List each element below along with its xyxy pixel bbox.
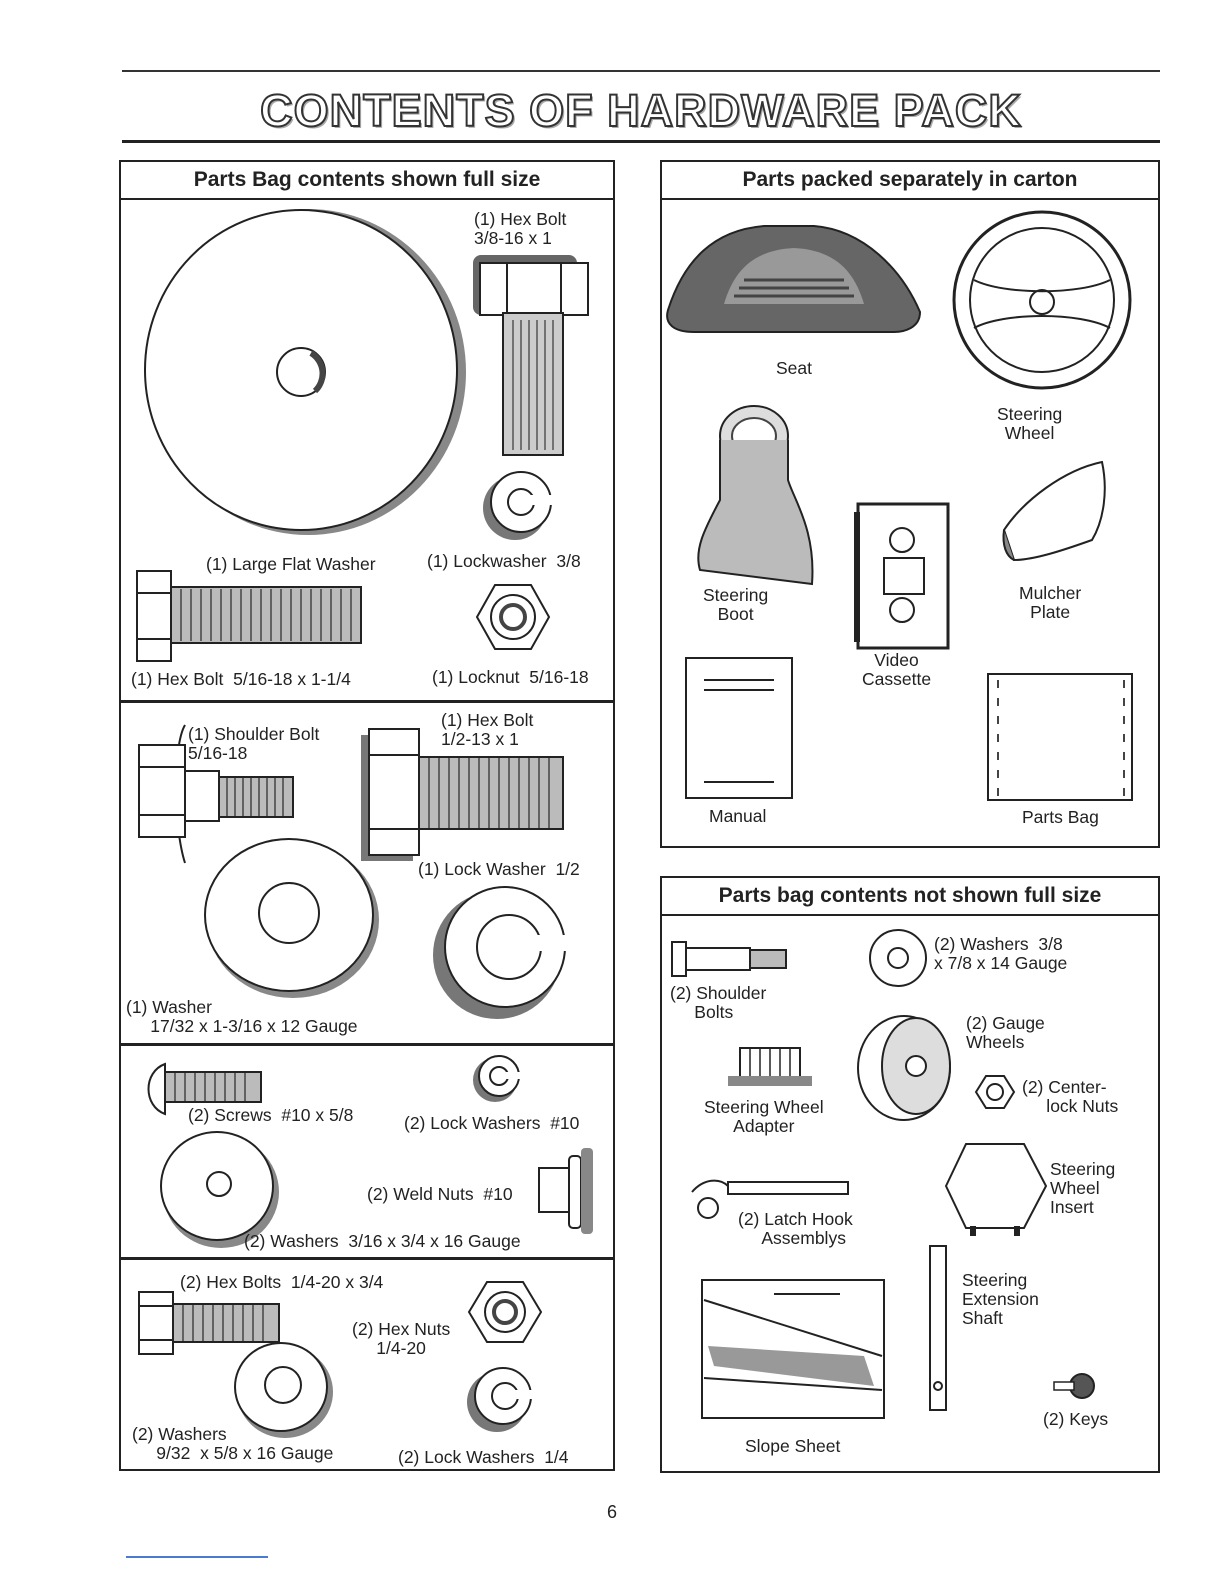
latch-hook-label: (2) Latch Hook Assemblys: [738, 1209, 853, 1248]
seat-label: Seat: [776, 358, 812, 378]
hex-bolt-12-label: (1) Hex Bolt 1/2-13 x 1: [441, 710, 534, 749]
lockwasher-38-icon: [483, 471, 553, 540]
hex-bolt-38-label: (1) Hex Bolt 3/8-16 x 1: [474, 209, 567, 248]
lock-washer-12-label: (1) Lock Washer 1/2: [418, 859, 580, 879]
page-number: 6: [606, 1502, 617, 1522]
hex-bolt-516-icon: [136, 570, 362, 662]
washer-316-icon: [160, 1131, 279, 1248]
hex-nut-14-icon: [467, 1281, 543, 1343]
steering-wheel-label: Steering Wheel: [997, 404, 1063, 443]
left-panel: Parts Bag contents shown full size: [119, 160, 615, 1471]
top-rule: [122, 70, 1160, 72]
shoulder-bolt-icon: [138, 724, 294, 864]
section2-drawings: [138, 724, 585, 1019]
center-lock-nuts-label: (2) Center- lock Nuts: [1022, 1077, 1119, 1116]
carton-drawings: [666, 210, 1133, 801]
washers-38-label: (2) Washers 3/8 x 7/8 x 14 Gauge: [934, 934, 1068, 973]
gauge-wheels-label: (2) Gauge Wheels: [966, 1013, 1045, 1052]
section-divider: [121, 1257, 613, 1260]
lock-washers-14-label: (2) Lock Washers 1/4: [398, 1447, 569, 1467]
mulcher-plate-icon: [1002, 460, 1106, 562]
left-panel-heading: Parts Bag contents shown full size: [121, 162, 613, 200]
parts-bag-icon: [987, 673, 1133, 801]
steering-boot-icon: [697, 405, 814, 586]
hex-bolt-38-icon: [473, 255, 589, 456]
shoulder-bolts-icon: [671, 941, 787, 977]
mulcher-plate-label: Mulcher Plate: [1019, 583, 1082, 622]
lockwasher-38-label: (1) Lockwasher 3/8: [427, 551, 581, 571]
slope-sheet-label: Slope Sheet: [745, 1436, 841, 1456]
page-title: CONTENTS OF HARDWARE PACK: [259, 85, 1022, 137]
right-top-panel: Parts packed separately in carton: [660, 160, 1160, 848]
section3-drawings: [147, 1055, 593, 1248]
hex-bolts-14-label: (2) Hex Bolts 1/4-20 x 3/4: [180, 1272, 384, 1292]
video-cassette-label: Video Cassette: [862, 650, 932, 689]
large-flat-washer-label: (1) Large Flat Washer: [206, 554, 376, 574]
lock-washer-14-icon: [467, 1367, 535, 1432]
threads: [180, 589, 352, 641]
washers-932-label: (2) Washers 9/32 x 5/8 x 16 Gauge: [132, 1424, 334, 1463]
right-top-panel-heading: Parts packed separately in carton: [662, 162, 1158, 200]
washers-38-icon: [869, 929, 927, 987]
washer-1732-icon: [204, 838, 379, 998]
section1-drawings: [136, 209, 589, 662]
manual-icon: [685, 657, 793, 799]
manual-label: Manual: [709, 806, 767, 826]
steering-boot-label: Steering Boot: [703, 585, 769, 624]
seat-icon: [666, 225, 922, 333]
locknut-516-icon: [475, 584, 551, 650]
weld-nut-10-icon: [538, 1148, 593, 1234]
center-lock-nuts-icon: [974, 1075, 1016, 1109]
washer-1732-label: (1) Washer 17/32 x 1-3/16 x 12 Gauge: [126, 997, 358, 1036]
right-bottom-panel-heading: Parts bag contents not shown full size: [662, 878, 1158, 916]
screw-10-icon: [147, 1062, 262, 1116]
parts-bag-label: Parts Bag: [1022, 807, 1099, 827]
steering-wheel-insert-icon: [944, 1143, 1048, 1236]
section-divider: [121, 1043, 613, 1046]
locknut-516-label: (1) Locknut 5/16-18: [432, 667, 589, 687]
hex-bolt-12-icon: [361, 728, 564, 861]
not-full-size-drawings: [671, 929, 1095, 1419]
lock-washers-10-label: (2) Lock Washers #10: [404, 1113, 580, 1133]
shoulder-bolt-label: (1) Shoulder Bolt 5/16-18: [188, 724, 320, 763]
steering-wheel-adapter-icon: [728, 1047, 812, 1086]
steering-wheel-icon: [952, 210, 1132, 390]
title-underline: [122, 140, 1160, 143]
screws-10-label: (2) Screws #10 x 5/8: [188, 1105, 354, 1125]
key-icon: [1053, 1373, 1095, 1399]
gauge-wheels-icon: [857, 1015, 951, 1121]
hex-nuts-14-label: (2) Hex Nuts 1/4-20: [352, 1319, 451, 1358]
steering-extension-shaft-icon: [929, 1245, 947, 1411]
hex-bolt-14-icon: [138, 1291, 280, 1355]
weld-nuts-10-label: (2) Weld Nuts #10: [367, 1184, 513, 1204]
section4-drawings: [138, 1281, 543, 1438]
video-cassette-icon: [854, 502, 950, 650]
keys-label: (2) Keys: [1043, 1409, 1109, 1429]
washer-932-icon: [234, 1342, 333, 1438]
lock-washer-12-icon: [433, 886, 585, 1019]
shoulder-bolts-label: (2) Shoulder Bolts: [670, 983, 767, 1022]
steering-wheel-adapter-label: Steering Wheel Adapter: [704, 1097, 824, 1136]
large-flat-washer-icon: [144, 209, 466, 535]
washers-316-label: (2) Washers 3/16 x 3/4 x 16 Gauge: [244, 1231, 521, 1251]
right-bottom-panel: Parts bag contents not shown full size: [660, 876, 1160, 1473]
footer-link-line: [126, 1556, 268, 1558]
section-divider: [121, 700, 613, 703]
lock-washer-10-icon: [473, 1055, 523, 1102]
slope-sheet-icon: [701, 1279, 885, 1419]
steering-extension-shaft-label: Steering Extension Shaft: [962, 1270, 1039, 1328]
steering-wheel-insert-label: Steering Wheel Insert: [1050, 1159, 1116, 1217]
hex-bolt-516-label: (1) Hex Bolt 5/16-18 x 1-1/4: [131, 669, 351, 689]
latch-hook-icon: [691, 1179, 849, 1219]
